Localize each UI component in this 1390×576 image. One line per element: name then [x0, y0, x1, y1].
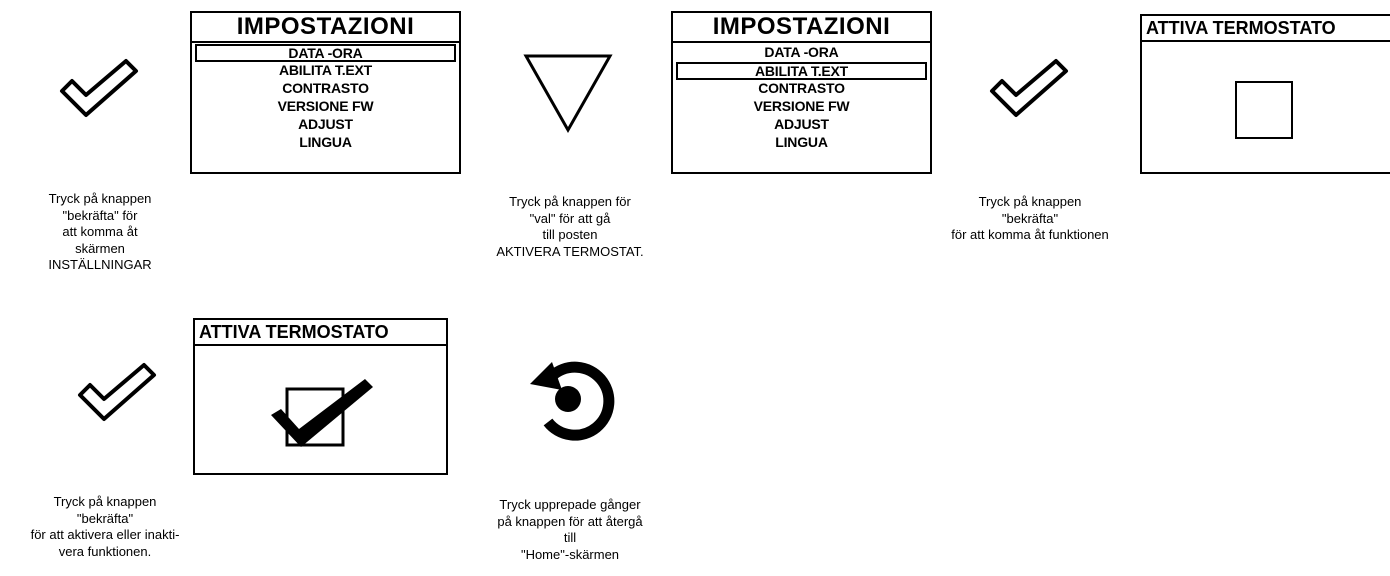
settings-menu-screen: IMPOSTAZIONI DATA -ORA ABILITA T.EXT CON…	[190, 11, 461, 174]
caption-line: "bekräfta"	[76, 510, 134, 526]
caption-line: AKTIVERA TERMOSTAT.	[496, 243, 644, 259]
menu-item-data-ora: DATA -ORA	[195, 44, 456, 62]
activate-thermostat-screen: ATTIVA TERMOSTATO	[1140, 14, 1390, 174]
menu-title: IMPOSTAZIONI	[673, 13, 930, 43]
down-triangle-icon	[522, 52, 614, 134]
checkbox-unchecked-icon	[1235, 81, 1293, 139]
caption-line: på knappen för att återgå	[497, 513, 643, 529]
caption-line: "val" för att gå	[529, 210, 611, 226]
caption-line: till posten	[542, 227, 598, 242]
menu-item-adjust: ADJUST	[298, 116, 353, 132]
activate-thermostat-screen: ATTIVA TERMOSTATO	[193, 318, 448, 475]
step2-caption: Tryck på knappen för "val" för att gå ti…	[470, 194, 670, 260]
caption-line: "Home"-skärmen	[520, 546, 620, 562]
menu-item-adjust: ADJUST	[774, 116, 829, 132]
caption-line: att komma åt	[62, 224, 138, 239]
caption-line: vera funktionen.	[58, 543, 152, 559]
confirm-check-icon	[58, 58, 142, 118]
caption-line: "bekräfta" för	[62, 207, 138, 223]
step1-caption: Tryck på knappen "bekräfta" för att komm…	[20, 191, 180, 274]
step5-caption: Tryck upprepade gånger på knappen för at…	[470, 497, 670, 563]
caption-line: INSTÄLLNINGAR	[48, 257, 152, 272]
menu-item-data-ora: DATA -ORA	[764, 44, 839, 60]
caption-line: Tryck upprepade gånger	[499, 497, 641, 512]
caption-line: "bekräfta"	[1001, 210, 1059, 226]
menu-item-lingua: LINGUA	[775, 134, 828, 150]
menu-item-contrasto: CONTRASTO	[282, 80, 369, 96]
caption-line: för att aktivera eller inakti-	[30, 527, 180, 542]
menu-item-abilita-text: ABILITA T.EXT	[278, 62, 373, 78]
caption-line: Tryck på knappen	[48, 191, 152, 206]
menu-item-versione-fw: VERSIONE FW	[277, 98, 374, 114]
confirm-check-icon	[76, 362, 160, 422]
menu-item-abilita-text: ABILITA T.EXT	[676, 62, 927, 80]
menu-title: IMPOSTAZIONI	[192, 13, 459, 43]
caption-line: Tryck på knappen för	[509, 194, 631, 209]
caption-line: Tryck på knappen	[978, 194, 1082, 209]
confirm-check-icon	[988, 58, 1072, 118]
screen-title: ATTIVA TERMOSTATO	[1142, 16, 1390, 42]
step3-caption: Tryck på knappen "bekräfta" för att komm…	[920, 194, 1140, 244]
checkbox-checked-icon	[269, 377, 379, 456]
settings-menu-screen: IMPOSTAZIONI DATA -ORA ABILITA T.EXT CON…	[671, 11, 932, 174]
screen-title: ATTIVA TERMOSTATO	[195, 320, 446, 346]
caption-line: till	[563, 530, 577, 545]
caption-line: Tryck på knappen	[53, 494, 157, 509]
caption-line: skärmen	[75, 240, 125, 256]
menu-item-versione-fw: VERSIONE FW	[753, 98, 850, 114]
menu-item-lingua: LINGUA	[299, 134, 352, 150]
caption-line: för att komma åt funktionen	[951, 227, 1109, 242]
menu-item-contrasto: CONTRASTO	[758, 80, 845, 96]
step4-caption: Tryck på knappen "bekräfta" för att akti…	[0, 494, 210, 560]
back-return-icon	[522, 352, 618, 442]
